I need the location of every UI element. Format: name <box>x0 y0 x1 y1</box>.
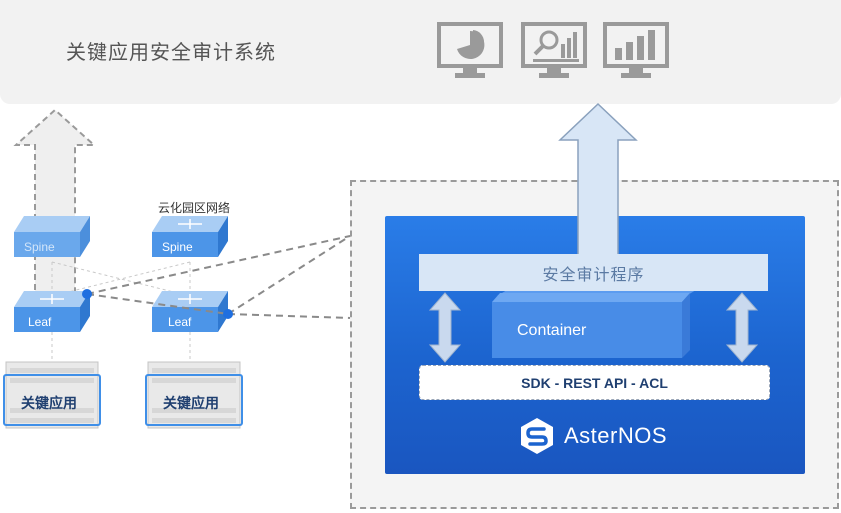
container-front <box>492 302 682 358</box>
leaf-switch-2 <box>152 291 228 332</box>
server-1 <box>3 361 101 429</box>
upload-arrow-icon <box>558 102 638 257</box>
server-2 <box>145 361 243 429</box>
spine-label-2: Spine <box>162 240 193 254</box>
campus-network-label: 云化园区网络 <box>158 201 231 215</box>
leaf-label-2: Leaf <box>168 315 192 329</box>
leaf-1-marker <box>82 289 92 299</box>
security-audit-program: 安全审计程序 <box>419 254 768 291</box>
bar-chart-monitor-icon <box>603 22 669 80</box>
double-arrow-right-icon <box>725 292 759 363</box>
data-flow-arrows <box>428 292 759 363</box>
pie-chart-monitor-icon <box>437 22 503 80</box>
container-side <box>682 293 690 358</box>
banner-title: 关键应用安全审计系统 <box>66 40 276 64</box>
banner: 关键应用安全审计系统 <box>0 0 841 104</box>
search-chart-monitor-icon <box>521 22 587 80</box>
asternos-brand: AsterNOS <box>520 418 667 454</box>
asternos-name: AsterNOS <box>564 423 668 448</box>
sdk-api-bar: SDK - REST API - ACL <box>419 365 770 400</box>
container-label: Container <box>517 322 587 339</box>
zoom-projection-lines <box>86 235 351 319</box>
server-label-2: 关键应用 <box>163 396 219 412</box>
spine-switch-2 <box>152 216 228 257</box>
server-label-1: 关键应用 <box>21 396 77 412</box>
double-arrow-left-icon <box>428 292 462 363</box>
spine-switch-1 <box>14 216 90 257</box>
leaf-switch-1 <box>14 291 90 332</box>
leaf-label-1: Leaf <box>28 315 52 329</box>
spine-label-1: Spine <box>24 240 55 254</box>
leaf-2-marker <box>223 309 233 319</box>
asternos-logo-icon <box>521 418 553 454</box>
